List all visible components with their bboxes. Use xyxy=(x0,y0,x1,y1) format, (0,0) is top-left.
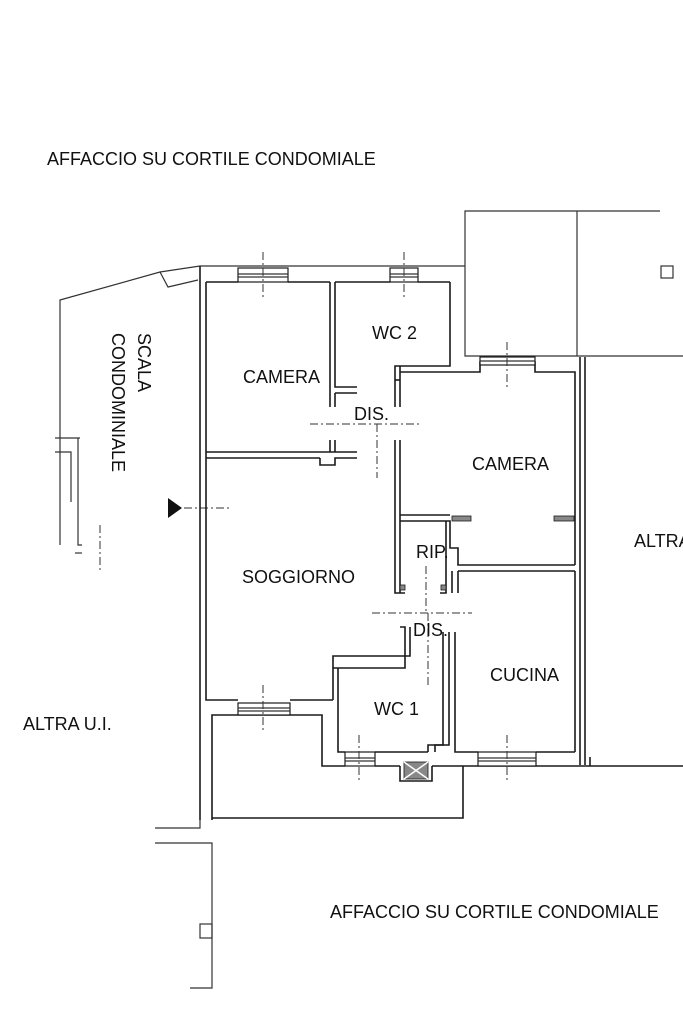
door-jamb-hatch xyxy=(553,515,575,522)
room-label-cucina: CUCINA xyxy=(490,665,559,685)
stair-label-line1: SCALA xyxy=(134,333,154,392)
window-wc-1 xyxy=(344,751,376,767)
door-jamb-hatch xyxy=(440,584,447,591)
window-soggiorno xyxy=(237,702,291,716)
room-label-wc-2: WC 2 xyxy=(372,323,417,343)
label-right-other-unit: ALTRA U.I. xyxy=(634,531,683,551)
door-jamb-hatch xyxy=(399,584,406,591)
walls xyxy=(155,210,683,989)
flue-shaft-icon xyxy=(399,761,433,782)
label-top-courtyard: AFFACCIO SU CORTILE CONDOMIALE xyxy=(47,149,376,169)
room-label-camera-2: CAMERA xyxy=(472,454,549,474)
room-label-camera-1: CAMERA xyxy=(243,367,320,387)
stair-label-line2: CONDOMINIALE xyxy=(108,333,128,472)
room-label-soggiorno: SOGGIORNO xyxy=(242,567,355,587)
label-bottom-courtyard: AFFACCIO SU CORTILE CONDOMIALE xyxy=(330,902,659,922)
door-jamb-hatch xyxy=(451,515,472,522)
room-label-wc-1: WC 1 xyxy=(374,699,419,719)
axis-lines xyxy=(310,423,472,686)
room-label-rip: RIP. xyxy=(416,542,449,562)
room-label-dis-1: DIS. xyxy=(354,404,389,424)
room-label-dis-2: DIS. xyxy=(413,620,448,640)
label-left-other-unit: ALTRA U.I. xyxy=(23,714,112,734)
entrance-arrow-icon xyxy=(168,498,182,518)
windows xyxy=(237,252,537,780)
stairwell: SCALA CONDOMINIALE xyxy=(55,265,465,572)
